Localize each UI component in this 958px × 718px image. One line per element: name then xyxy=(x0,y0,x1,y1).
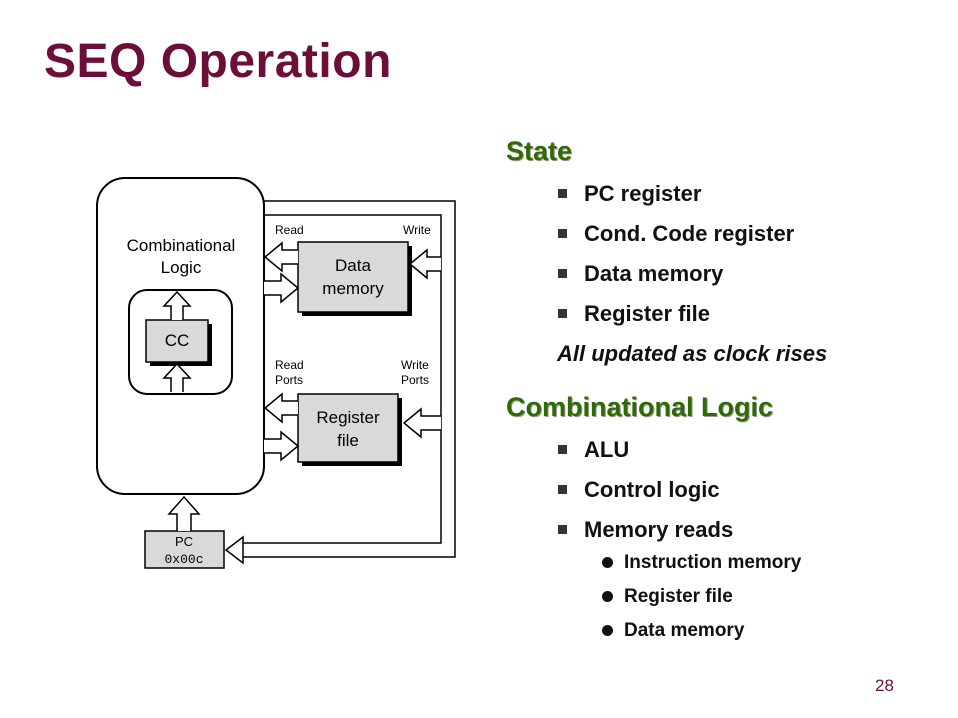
comb-subitem-data-memory: Data memory xyxy=(602,620,745,642)
state-item-pc-register: PC register xyxy=(558,181,702,207)
pc-value: 0x00c xyxy=(164,552,203,567)
bullet-square-icon xyxy=(558,229,567,238)
comb-logic-label-1: Combinational xyxy=(127,236,236,255)
bullet-dot-icon xyxy=(602,591,613,602)
comb-subitem-instruction-memory: Instruction memory xyxy=(602,552,802,574)
pc-in-arrowhead xyxy=(224,535,244,565)
state-item-label: Cond. Code register xyxy=(584,221,795,246)
bullet-square-icon xyxy=(558,485,567,494)
register-file-read-arrow xyxy=(263,392,298,424)
register-file-label-1: Register xyxy=(316,408,380,427)
state-item-label: PC register xyxy=(584,181,702,206)
bullet-square-icon xyxy=(558,269,567,278)
bullet-dot-icon xyxy=(602,625,613,636)
comb-subitem-label: Register file xyxy=(624,586,733,607)
data-memory-read-label: Read xyxy=(275,223,304,237)
cc-box xyxy=(145,319,209,363)
comb-subitem-register-file: Register file xyxy=(602,586,733,608)
comb-item-label: Control logic xyxy=(584,477,720,502)
bullet-square-icon xyxy=(558,445,567,454)
bullet-dot-icon xyxy=(602,557,613,568)
state-item-register-file: Register file xyxy=(558,301,710,327)
state-item-label: Register file xyxy=(584,301,710,326)
state-heading: State xyxy=(506,136,573,166)
data-memory-write-arrow xyxy=(408,248,441,280)
comb-subitem-label: Data memory xyxy=(624,620,745,641)
cc-up-arrow xyxy=(162,290,192,320)
register-file-box xyxy=(297,393,399,463)
pc-up-arrow xyxy=(167,495,201,531)
pc-box xyxy=(144,530,225,569)
data-memory-box xyxy=(297,241,409,313)
register-file-label-2: file xyxy=(337,431,359,450)
bullet-square-icon xyxy=(558,309,567,318)
comb-item-label: Memory reads xyxy=(584,517,734,542)
comb-item-alu: ALU xyxy=(558,437,630,463)
read-ports-label-1: Read xyxy=(275,358,304,372)
state-note: All updated as clock rises xyxy=(557,341,828,366)
page-number: 28 xyxy=(875,676,894,695)
comb-item-label: ALU xyxy=(584,437,630,462)
state-item-cond-code: Cond. Code register xyxy=(558,221,795,247)
read-ports-label-2: Ports xyxy=(275,373,303,387)
comb-logic-label-2: Logic xyxy=(161,258,202,277)
slide-title: SEQ Operation xyxy=(44,35,392,88)
comb-item-control-logic: Control logic xyxy=(558,477,720,503)
comb-item-memory-reads: Memory reads xyxy=(558,517,734,543)
data-memory-addr-arrow xyxy=(264,272,300,304)
cc-label: CC xyxy=(165,331,190,350)
register-file-write-arrow xyxy=(402,407,441,439)
bullet-square-icon xyxy=(558,525,567,534)
data-memory-write-label: Write xyxy=(403,223,431,237)
pc-label: PC xyxy=(175,534,193,549)
write-ports-label-1: Write xyxy=(401,358,429,372)
comb-heading: Combinational Logic xyxy=(506,392,773,422)
comb-subitem-label: Instruction memory xyxy=(624,552,802,573)
register-file-addr-arrow xyxy=(264,430,300,462)
feedback-loop-inner xyxy=(243,214,442,544)
state-item-data-memory: Data memory xyxy=(558,261,724,287)
feedback-loop-outer xyxy=(243,200,456,558)
bullet-square-icon xyxy=(558,189,567,198)
data-memory-label-2: memory xyxy=(322,279,384,298)
cc-in-arrow xyxy=(162,362,192,392)
data-memory-read-arrow xyxy=(263,241,298,273)
write-ports-label-2: Ports xyxy=(401,373,429,387)
state-item-label: Data memory xyxy=(584,261,724,286)
data-memory-label-1: Data xyxy=(335,256,371,275)
